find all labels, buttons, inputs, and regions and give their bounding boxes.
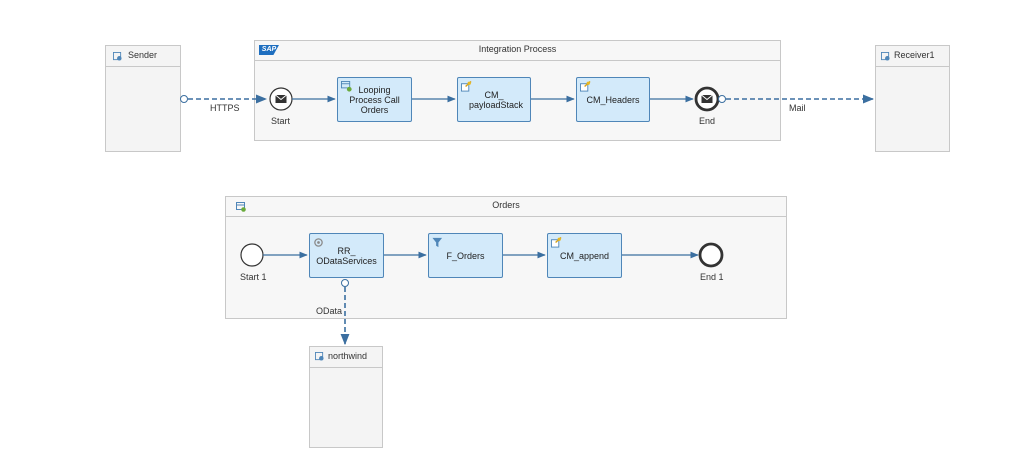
receiver-participant[interactable]: Receiver1 xyxy=(875,45,950,152)
participant-icon xyxy=(881,52,890,61)
headers-task-label: CM_Headers xyxy=(586,94,640,105)
content-modifier-icon xyxy=(461,81,472,92)
receiver-header: Receiver1 xyxy=(876,46,949,67)
integration-process-title: Integration Process xyxy=(478,44,557,54)
northwind-label: northwind xyxy=(328,351,368,361)
filter-icon xyxy=(432,237,443,248)
orders-end-label: End 1 xyxy=(700,272,724,282)
envelope-icon xyxy=(701,94,713,103)
odata-label: OData xyxy=(316,306,343,316)
rr-task-label: RR_ ODataServices xyxy=(316,245,377,266)
headers-task[interactable]: CM_Headers xyxy=(576,77,650,122)
sender-header: Sender xyxy=(106,46,180,67)
https-message-flow[interactable] xyxy=(180,94,268,104)
sap-logo-icon: SAP xyxy=(259,45,279,55)
process-call-icon xyxy=(341,81,352,92)
payload-stack-task[interactable]: CM_ payloadStack xyxy=(457,77,531,122)
envelope-icon xyxy=(275,94,287,103)
end-message-event[interactable] xyxy=(694,86,720,112)
mail-message-flow[interactable] xyxy=(718,94,875,104)
participant-icon xyxy=(315,352,324,361)
append-task-label: CM_append xyxy=(559,250,610,261)
filter-task-label: F_Orders xyxy=(446,250,485,261)
start-event-label: Start xyxy=(271,116,291,126)
content-modifier-icon xyxy=(551,237,562,248)
orders-title: Orders xyxy=(492,200,520,210)
start-message-event[interactable] xyxy=(269,87,293,111)
mail-label: Mail xyxy=(789,103,806,113)
looping-task-label: Looping Process Call Orders xyxy=(349,84,400,115)
participant-icon xyxy=(113,52,122,61)
northwind-participant[interactable]: northwind xyxy=(309,346,383,448)
integration-process-header: SAP Integration Process xyxy=(255,41,780,61)
payload-task-label: CM_ payloadStack xyxy=(469,89,524,110)
looping-process-call-task[interactable]: Looping Process Call Orders xyxy=(337,77,412,122)
end-event-label: End xyxy=(699,116,716,126)
sender-participant[interactable]: Sender xyxy=(105,45,181,152)
content-modifier-icon xyxy=(580,81,591,92)
receiver-label: Receiver1 xyxy=(894,50,935,60)
append-task[interactable]: CM_append xyxy=(547,233,622,278)
orders-start-event[interactable] xyxy=(240,243,264,267)
odata-message-flow[interactable] xyxy=(340,279,350,346)
request-reply-icon xyxy=(314,238,323,247)
sender-label: Sender xyxy=(128,50,158,60)
filter-orders-task[interactable]: F_Orders xyxy=(428,233,503,278)
orders-end-event[interactable] xyxy=(698,242,724,268)
northwind-header: northwind xyxy=(310,347,382,368)
https-label: HTTPS xyxy=(210,103,240,113)
orders-start-label: Start 1 xyxy=(240,272,267,282)
orders-header: Orders xyxy=(226,197,786,217)
local-process-icon xyxy=(236,202,246,212)
rr-odataservices-task[interactable]: RR_ ODataServices xyxy=(309,233,384,278)
